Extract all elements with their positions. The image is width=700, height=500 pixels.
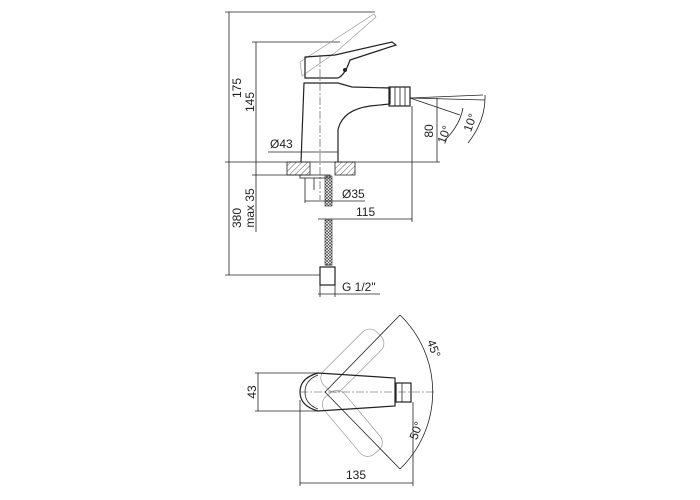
side-view: 175 145 380 max 35 10° 10° 80 Ø43: [225, 11, 486, 297]
faucet-body: [300, 82, 391, 163]
dim-connection: G 1/2": [342, 280, 376, 294]
dim-total-height: 175: [230, 78, 244, 98]
dim-handle-height: 145: [243, 92, 257, 112]
ghost-handle-left: [320, 328, 385, 393]
faucet-handle: [304, 41, 398, 79]
ghost-handle: [299, 13, 377, 77]
swing-arc: [399, 314, 434, 470]
dim-length: 135: [346, 468, 366, 482]
dim-width: 43: [245, 385, 259, 399]
dim-body-diameter: Ø43: [270, 137, 293, 151]
dim-max-deck: max 35: [243, 188, 257, 228]
top-view: 45° 50° 43 135: [245, 314, 444, 486]
angle-2: 10°: [461, 112, 480, 134]
hose-nut: [319, 266, 336, 286]
dim-reach: 115: [356, 205, 375, 219]
dim-spout-height: 80: [422, 124, 436, 138]
angle-left: 45°: [424, 338, 443, 360]
ghost-handle-right: [321, 390, 383, 457]
nozzle: [388, 86, 411, 107]
hose-lower: [324, 219, 333, 266]
dim-mount-diameter: Ø35: [342, 187, 365, 201]
hose-upper: [324, 175, 333, 207]
top-nozzle: [395, 382, 412, 403]
dim-hose-length: 380: [230, 208, 244, 228]
angle-1: 10°: [435, 124, 454, 146]
base-plate-right: [334, 161, 356, 176]
angle-right: 50°: [407, 420, 426, 442]
base-plate-left: [286, 161, 311, 176]
